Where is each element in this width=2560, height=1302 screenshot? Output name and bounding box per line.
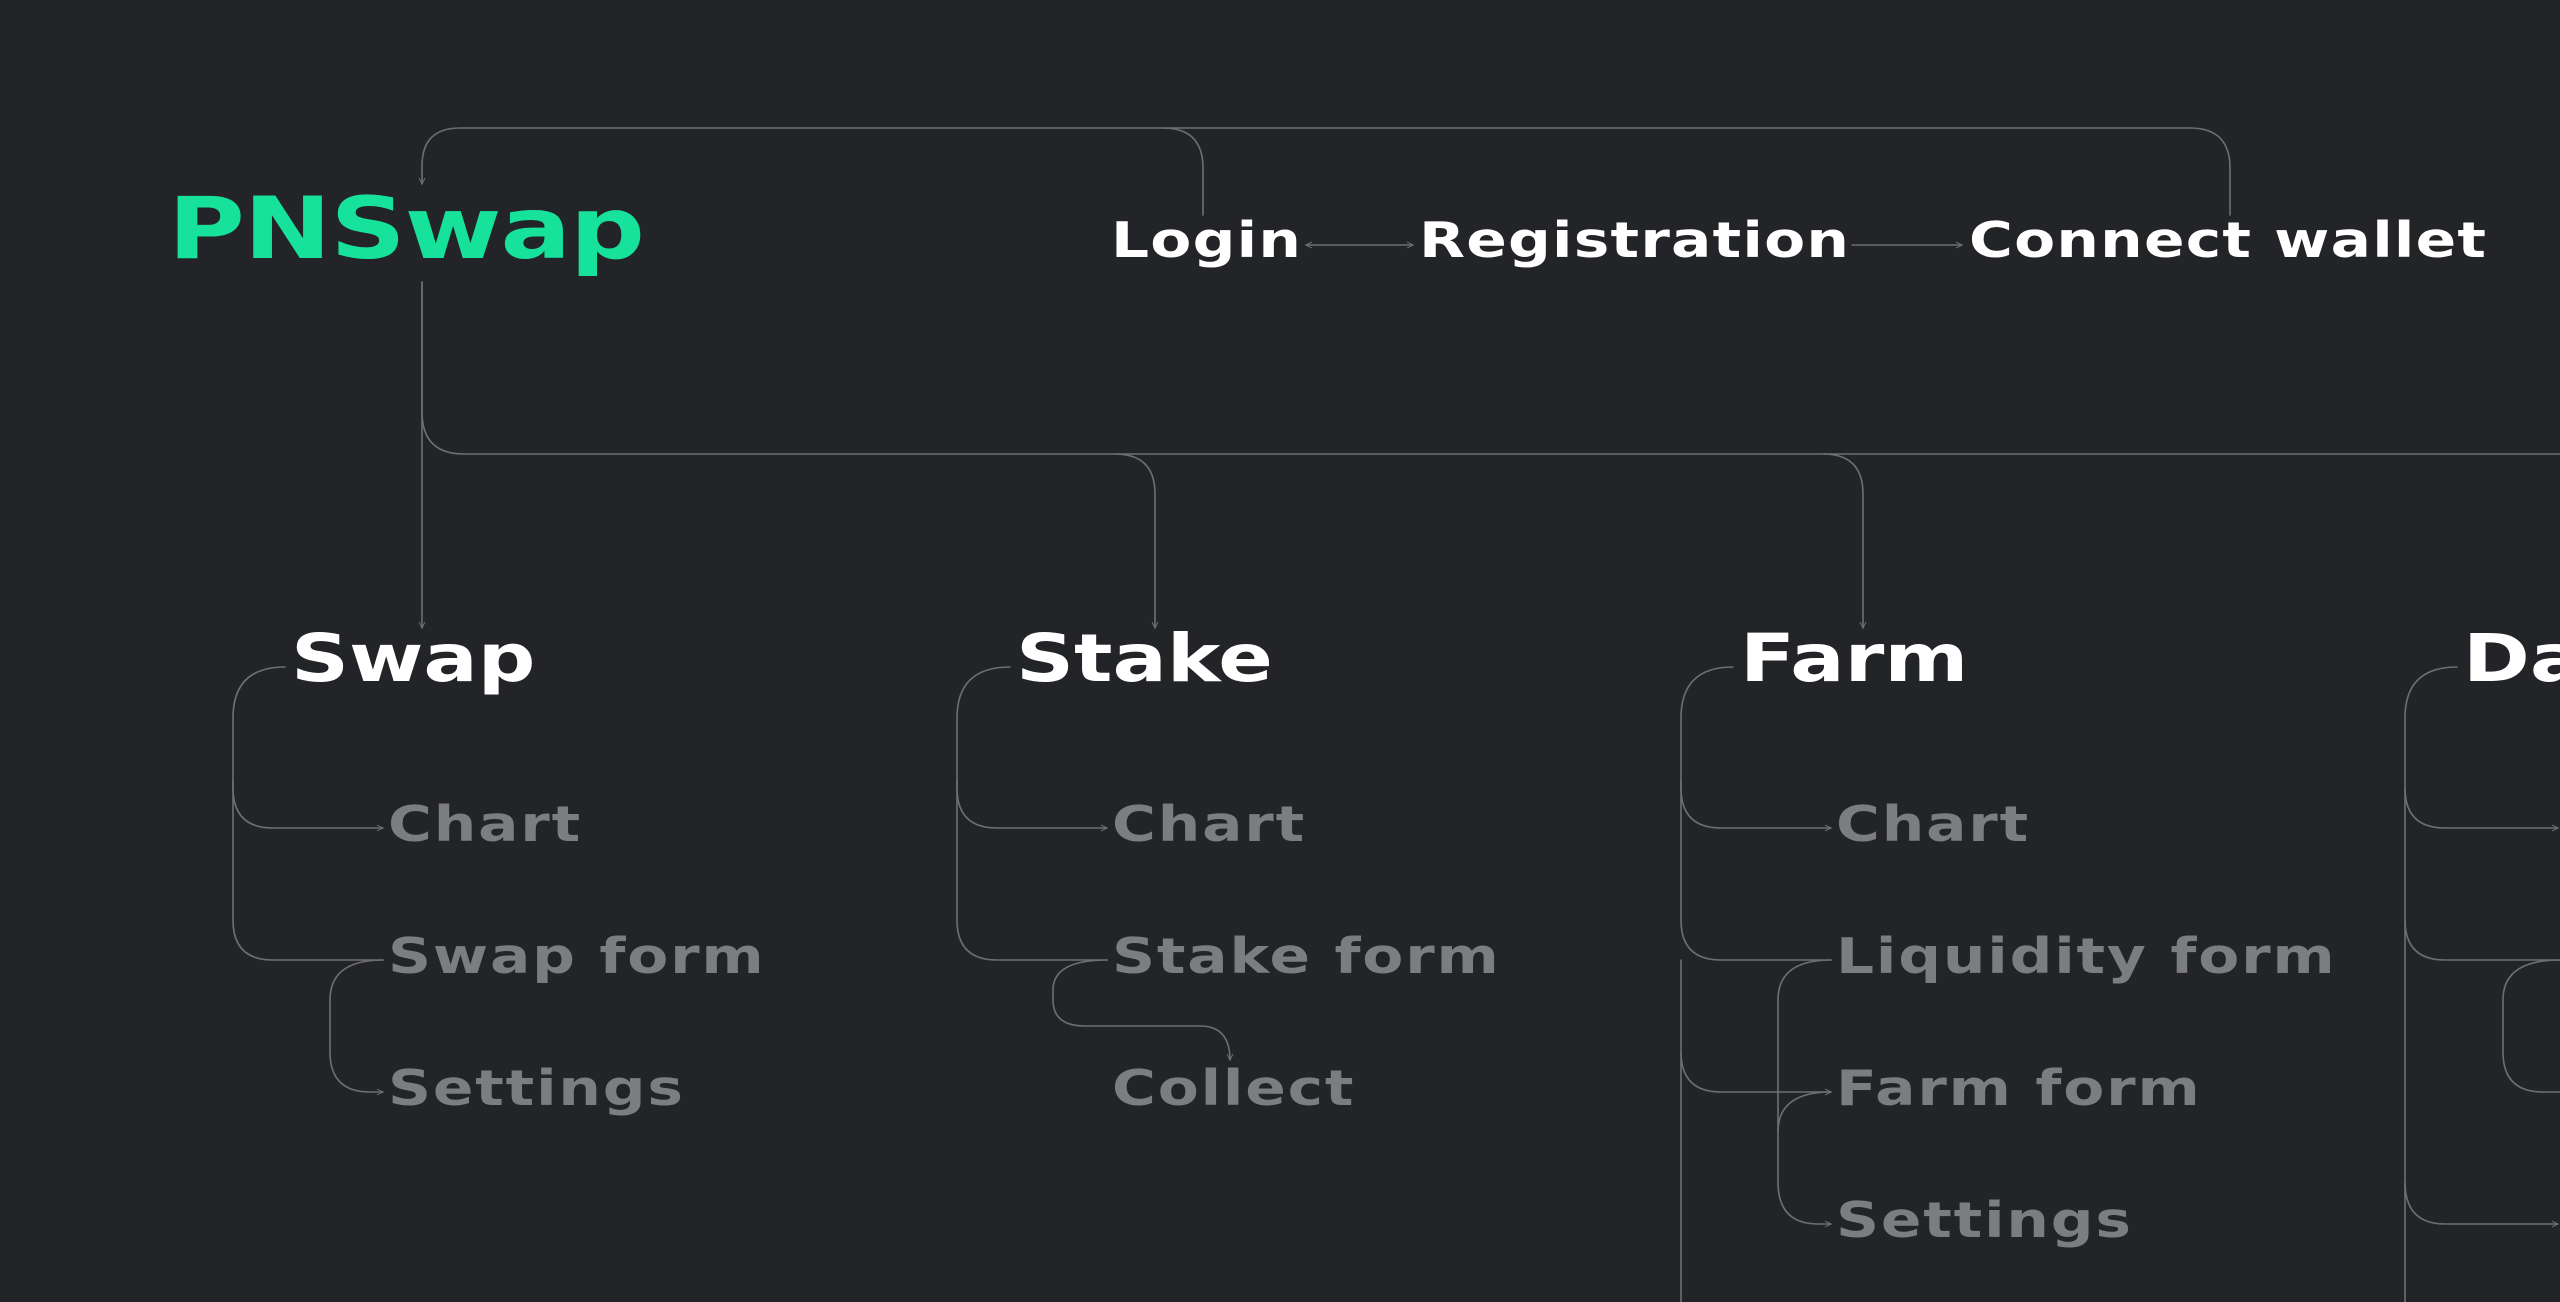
wallet-to-login-connector (1162, 127, 2231, 216)
bus-to-farm-connector (1822, 453, 1867, 629)
partial-branch-1-connector (2404, 787, 2559, 832)
partial-branch-2-connector (2404, 919, 2560, 961)
farm-form-item[interactable]: Farm form (1836, 1060, 2202, 1117)
stake-form-item[interactable]: Stake form (1112, 928, 1501, 985)
swap-to-chart-connector (232, 666, 384, 832)
farm-to-farmform-connector (1680, 1051, 1832, 1096)
stake-form-to-collect-connector (1052, 959, 1234, 1061)
partial-section-trunk-connector (2404, 666, 2458, 1302)
stake-chart-item[interactable]: Chart (1112, 796, 1306, 853)
swap-settings-item[interactable]: Settings (388, 1060, 685, 1117)
bus-to-stake-connector (1114, 453, 1159, 629)
registration-node[interactable]: Registration (1419, 212, 1851, 269)
partial-branch-4-connector (2404, 1181, 2559, 1228)
brand-logo[interactable]: PNSwap (168, 179, 645, 279)
section-stake-title[interactable]: Stake (1016, 620, 1273, 697)
main-bus-connector (421, 281, 2560, 455)
section-farm-title[interactable]: Farm (1740, 620, 1969, 697)
stake-to-chart-connector (956, 666, 1108, 832)
farm-to-chart-connector (1680, 666, 1832, 832)
farmform-branch-connector (1777, 1091, 1832, 1133)
farm-settings-item[interactable]: Settings (1836, 1192, 2133, 1249)
partial-branch-3-connector (2502, 959, 2560, 1093)
connect-wallet-node[interactable]: Connect wallet (1969, 212, 2488, 269)
stake-to-form-connector (956, 779, 1108, 961)
swap-to-form-connector (232, 779, 384, 961)
swap-form-to-settings-connector (329, 959, 384, 1096)
swap-chart-item[interactable]: Chart (388, 796, 582, 853)
swap-form-item[interactable]: Swap form (388, 928, 766, 985)
login-node[interactable]: Login (1111, 212, 1303, 269)
section-partial-title[interactable]: Da (2463, 620, 2560, 697)
liquidity-to-settings-connector (1777, 959, 1832, 1228)
farm-to-liquidity-connector (1680, 779, 1832, 961)
stake-collect-item[interactable]: Collect (1112, 1060, 1356, 1117)
login-to-logo-connector (418, 127, 1204, 216)
farm-liquidity-form-item[interactable]: Liquidity form (1836, 928, 2337, 985)
farm-chart-item[interactable]: Chart (1836, 796, 2030, 853)
section-swap-title[interactable]: Swap (291, 620, 536, 697)
